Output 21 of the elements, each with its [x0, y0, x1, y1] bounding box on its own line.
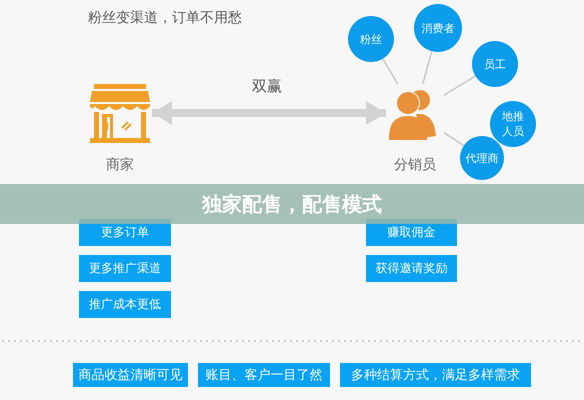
node-label: 商家 [106, 156, 134, 174]
node-label: 分销员 [394, 156, 436, 174]
connector-line [444, 132, 464, 146]
benefit-box: 推广成本更低 [79, 291, 171, 318]
benefit-box: 账目、客户一目了然 [198, 363, 330, 387]
benefit-box: 多种结算方式，满足多样需求 [340, 363, 531, 387]
benefit-box: 商品收益清晰可见 [73, 363, 188, 387]
edge-label: 双赢 [252, 77, 282, 96]
role-circle: 员工 [472, 41, 518, 87]
role-circle: 代理商 [460, 136, 504, 180]
role-circle: 消费者 [414, 4, 462, 52]
title-banner: 独家配售，配售模式 [0, 184, 584, 224]
double-arrow [152, 101, 386, 125]
benefit-box: 更多推广渠道 [79, 255, 171, 282]
role-circle: 粉丝 [348, 16, 394, 62]
connector-line [422, 50, 432, 84]
heading: 粉丝变渠道，订单不用愁 [88, 9, 242, 27]
benefit-box: 获得邀请奖励 [366, 255, 457, 282]
connector-line [444, 75, 476, 96]
role-circle: 地推人员 [490, 101, 536, 147]
connector-line [382, 58, 398, 84]
